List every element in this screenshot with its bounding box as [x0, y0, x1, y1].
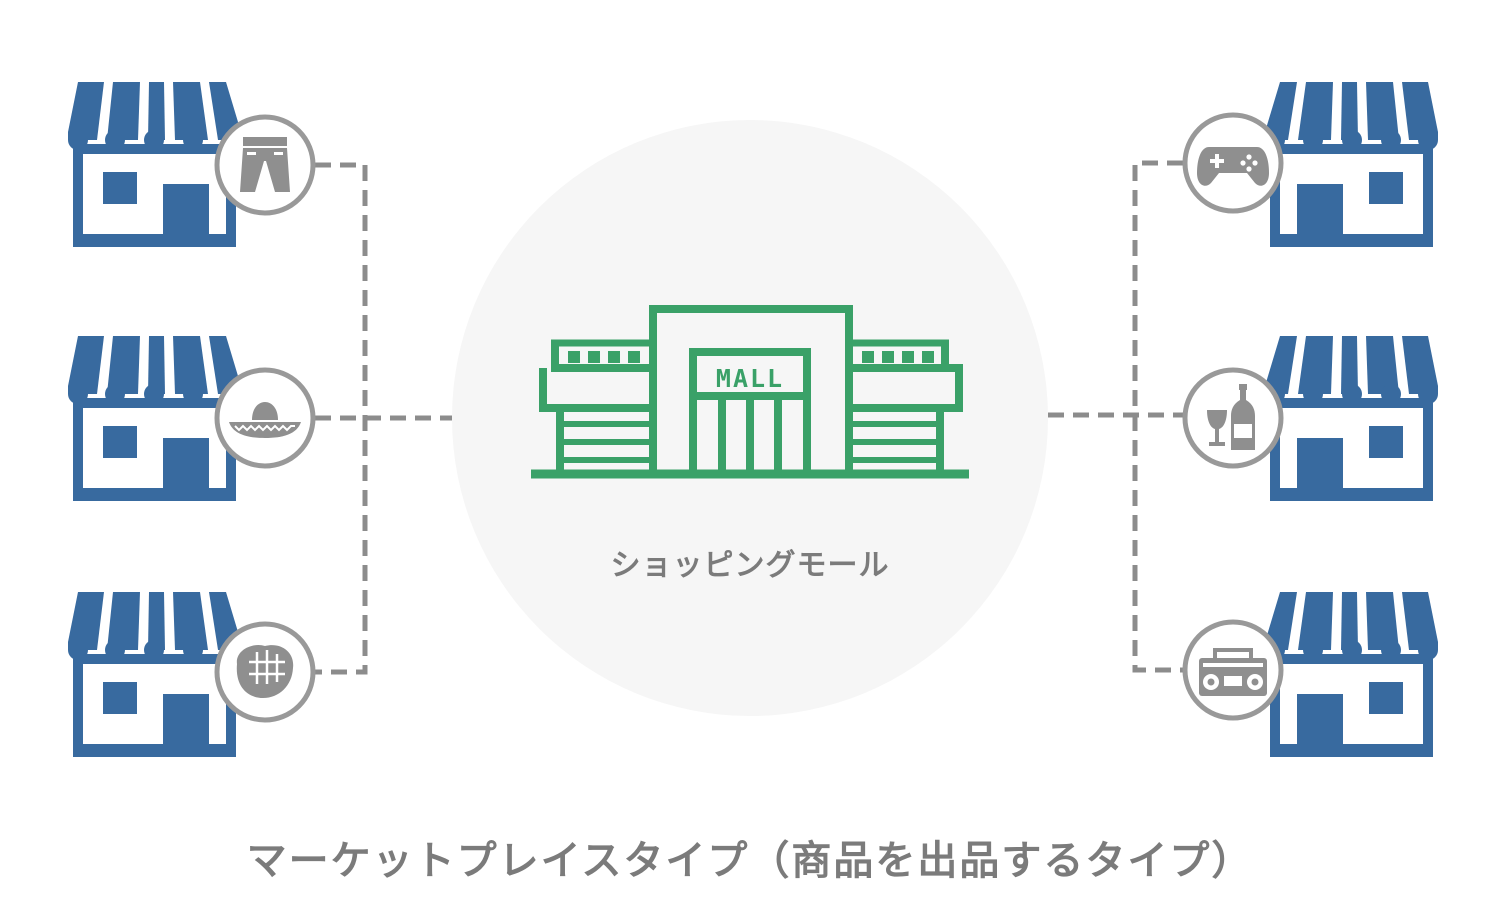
sombrero-badge: [217, 370, 313, 466]
boombox-icon: [1199, 648, 1267, 696]
boombox-badge: [1185, 622, 1281, 718]
diagram-caption: マーケットプレイスタイプ（商品を出品するタイプ）: [246, 838, 1254, 884]
mall-windows: [568, 351, 934, 363]
pants-icon: [240, 137, 290, 192]
glove-badge: [217, 624, 313, 720]
baseball-glove-icon: [236, 644, 294, 698]
mall-label: ショッピングモール: [610, 548, 890, 583]
shop-icon-right-2: [1265, 336, 1438, 501]
mall-building-icon: [531, 305, 969, 479]
left-connector: [315, 162, 452, 675]
game-controller-icon: [1197, 147, 1269, 186]
shop-icon-right-1: [1265, 82, 1438, 247]
controller-badge: [1185, 115, 1281, 211]
wine-badge: [1185, 370, 1281, 466]
shop-icon-right-3: [1265, 592, 1438, 757]
sombrero-icon: [229, 402, 301, 438]
wine-bottle-glass-icon: [1207, 384, 1255, 450]
pants-badge: [217, 117, 313, 213]
mall-sign-text: MALL: [716, 364, 784, 393]
right-connector: [1048, 160, 1183, 673]
